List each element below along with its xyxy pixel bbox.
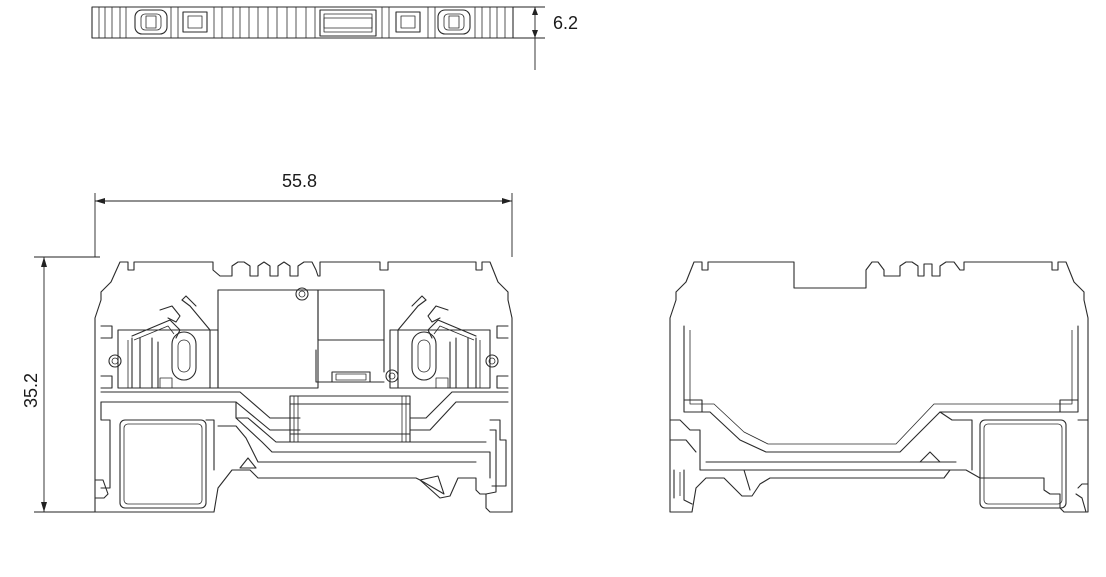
height-dimension: 35.2 bbox=[21, 256, 100, 513]
width-value: 55.8 bbox=[282, 171, 317, 191]
height-value: 35.2 bbox=[21, 373, 41, 408]
width-dimension: 55.8 bbox=[94, 171, 513, 257]
thickness-dimension: 6.2 bbox=[513, 6, 578, 70]
thickness-value: 6.2 bbox=[553, 13, 578, 33]
front-view bbox=[94, 261, 513, 513]
top-view bbox=[91, 6, 514, 39]
side-view bbox=[669, 261, 1089, 513]
